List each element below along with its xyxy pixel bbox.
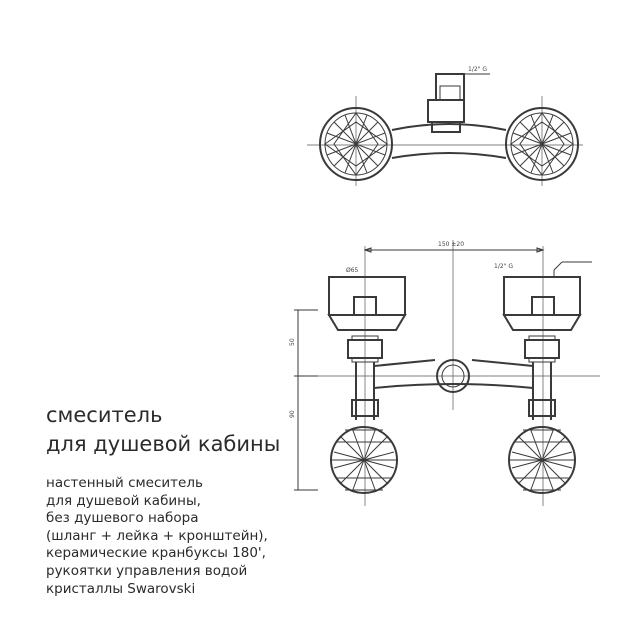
crystal-ball-right: [508, 426, 576, 494]
front-view: [294, 240, 600, 506]
front-thread-dimension: 1/2" G: [494, 263, 513, 270]
top-thread-dimension: 1/2" G: [468, 66, 487, 73]
height-upper-dimension: 50: [289, 338, 296, 346]
crystal-knob-right-top-view: [505, 107, 579, 181]
description-line-7: кристаллы Swarovski: [46, 580, 196, 597]
top-view: [307, 73, 583, 186]
diameter-dimension: Ø65: [346, 267, 359, 274]
product-description: настенный смеситель для душевой кабины, …: [46, 475, 346, 598]
height-lower-dimension: 90: [289, 410, 296, 418]
product-title-line-1: смеситель: [46, 403, 163, 427]
description-line-6: рукоятки управления водой: [46, 562, 248, 579]
crystal-knob-left-top-view: [319, 107, 393, 181]
wall-flange-left: [327, 276, 407, 420]
product-title: смеситель для душевой кабины: [46, 401, 326, 459]
description-line-4: (шланг + лейка + кронштейн),: [46, 527, 268, 544]
description-line-3: без душевого набора: [46, 510, 199, 527]
wall-flange-right: [502, 261, 592, 420]
description-line-5: керамические кранбуксы 180',: [46, 545, 266, 562]
description-line-2: для душевой кабины,: [46, 492, 201, 509]
crystal-ball-left: [330, 426, 398, 494]
center-distance-dimension: 150 ±20: [438, 241, 464, 248]
product-title-line-2: для душевой кабины: [46, 432, 281, 456]
description-line-1: настенный смеситель: [46, 475, 203, 491]
